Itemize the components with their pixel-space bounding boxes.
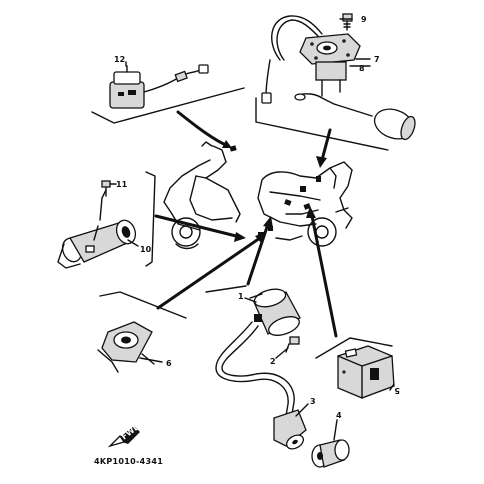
callout-3: 3 [310,397,316,406]
callout-1: 1 [238,292,244,301]
fuel-sender-part-7 [261,15,416,141]
plug-cap-part-3 [215,321,307,450]
screw-part-11 [101,180,111,197]
screw-part-9 [342,13,353,31]
leader-lines [154,110,338,338]
callout-11: 11 [116,180,128,189]
cdi-unit-part-5 [337,345,395,399]
callout-7: 7 [374,55,380,64]
callout-6: 6 [166,359,172,368]
callout-5: 5 [394,386,400,395]
callout-4: 4 [336,411,342,420]
horn-part-10 [57,189,137,269]
ignition-coil-part-1 [249,288,301,336]
relay-part-12 [109,64,209,109]
callout-9: 9 [361,15,367,24]
callout-numbers: 9 7 8 12 11 10 6 1 2 3 4 5 [114,15,400,420]
cap-part-4 [311,439,350,468]
diagram-code: 4KP1010-4341 [94,457,163,466]
screw-part-2 [285,336,300,353]
front-direction-marker: FWD [107,421,142,448]
callout-10: 10 [140,245,152,254]
callout-12: 12 [114,55,125,64]
callout-2: 2 [270,357,276,366]
group-bracket-lines [91,87,393,359]
callout-8: 8 [359,64,365,73]
callout-leaders [109,18,395,441]
clamp-part-6 [97,321,155,373]
